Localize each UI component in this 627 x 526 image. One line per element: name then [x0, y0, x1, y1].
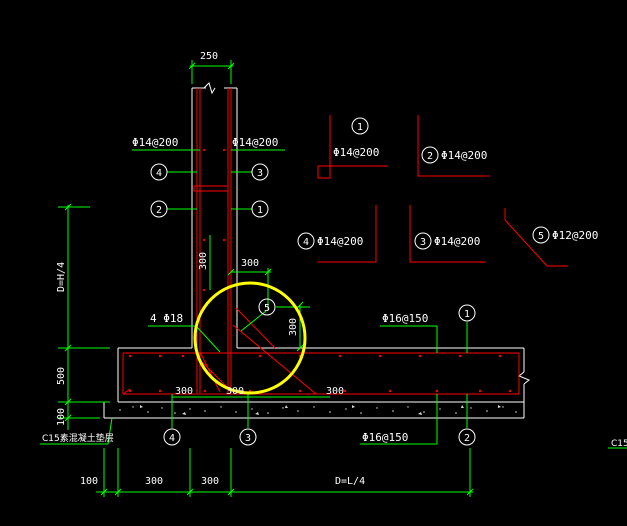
dim-bottom-a: 300 — [145, 476, 163, 487]
marker-circles — [150, 117, 550, 446]
rebar-label-wall-left: Φ14@200 — [132, 136, 178, 149]
blinding-label-cut: C15 — [611, 439, 627, 449]
dim-bottom-offset: 100 — [80, 476, 98, 487]
dim-base-300-right: 300 — [326, 386, 344, 397]
legend-5-spec: Φ12@200 — [552, 229, 598, 242]
legend-5-num: 5 — [538, 231, 544, 242]
blinding-concrete-texture — [119, 405, 517, 415]
dim-base-300-mid: 300 — [226, 386, 244, 397]
dim-wall-width: 250 — [200, 51, 218, 62]
slab-break-mark — [518, 371, 530, 385]
legend-2-num: 2 — [427, 151, 433, 162]
marker-4-wall: 4 — [156, 168, 162, 179]
legend-3-spec: Φ14@200 — [434, 235, 480, 248]
dim-base-300-left: 300 — [175, 386, 193, 397]
dim-height-h4: D=H/4 — [56, 262, 67, 292]
wall-break-mark — [203, 82, 216, 95]
marker-3-wall: 3 — [257, 168, 263, 179]
legend-1-num: 1 — [357, 122, 363, 133]
highlight-circle — [193, 281, 307, 395]
legend-1-spec: Φ14@200 — [333, 146, 379, 159]
marker-4-bottom: 4 — [169, 433, 175, 444]
dim-blinding-thickness: 100 — [56, 408, 67, 426]
rebar-label-anchor: 4 Φ18 — [150, 312, 183, 325]
dimension-lines — [40, 60, 627, 497]
legend-2-spec: Φ14@200 — [441, 149, 487, 162]
blinding-label: C15素混凝土垫层 — [42, 432, 114, 444]
dim-haunch-h: 300 — [198, 252, 209, 270]
dim-bottom-l4: D=L/4 — [335, 476, 365, 487]
dim-wall-300: 300 — [241, 258, 259, 269]
marker-5-haunch: 5 — [264, 303, 270, 314]
marker-1-wall: 1 — [257, 205, 263, 216]
rebar-label-wall-right: Φ14@200 — [232, 136, 278, 149]
legend-4-num: 4 — [303, 237, 309, 248]
marker-2-bottom: 2 — [464, 433, 470, 444]
marker-2-wall: 2 — [156, 205, 162, 216]
rebar-label-base-top: Φ16@150 — [382, 312, 428, 325]
marker-1-base: 1 — [464, 309, 470, 320]
legend-3-num: 3 — [420, 237, 426, 248]
rebar-label-base-bottom: Φ16@150 — [362, 431, 408, 444]
dim-base-thickness: 500 — [56, 367, 67, 385]
rebar-section-dots — [128, 148, 512, 393]
dim-haunch-v: 300 — [288, 318, 299, 336]
dim-bottom-b: 300 — [201, 476, 219, 487]
marker-3-bottom: 3 — [245, 433, 251, 444]
legend-bar-shapes — [317, 115, 568, 267]
concrete-outline — [103, 87, 525, 419]
rebar-lines — [122, 88, 520, 395]
legend-4-spec: Φ14@200 — [317, 235, 363, 248]
